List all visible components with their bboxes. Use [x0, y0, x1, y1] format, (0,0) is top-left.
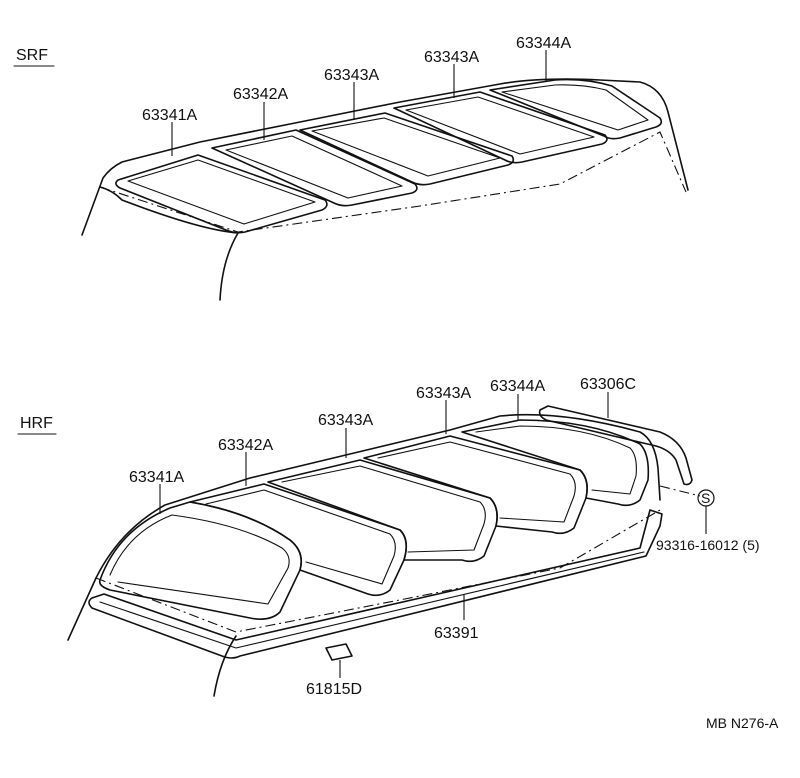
- hrf-section-title: HRF: [20, 415, 53, 432]
- hrf-label-63306c: 63306C: [580, 376, 636, 393]
- hrf-panel-63341a-inner: [109, 514, 290, 605]
- hrf-clip-dashline: [659, 485, 701, 497]
- srf-label-63342a: 63342A: [233, 86, 288, 103]
- srf-panel-63344a-inner: [501, 84, 649, 131]
- hrf-label-63341a: 63341A: [129, 469, 184, 486]
- hrf-pad-61815d: [325, 643, 353, 661]
- hrf-roof-dashline: [95, 509, 661, 633]
- hrf-panel-63343a-2: [363, 435, 588, 535]
- srf-panel-63343a-1-inner: [311, 117, 501, 177]
- srf-label-63341a: 63341A: [142, 107, 197, 124]
- hrf-label-93316: 93316-16012 (5): [656, 537, 760, 553]
- hrf-label-63342a: 63342A: [218, 437, 273, 454]
- srf-body-outline: [81, 78, 689, 236]
- hrf-body-pillar: [213, 635, 237, 697]
- hrf-label-63343a-1: 63343A: [318, 412, 373, 429]
- hrf-panel-63344a: [461, 419, 650, 507]
- srf-section-title: SRF: [16, 47, 48, 64]
- srf-section: SRF 63341A 63342A 63343A 63343A 63344A: [13, 35, 689, 301]
- hrf-spoiler-63306c: [538, 405, 693, 486]
- hrf-section: HRF S: [17, 376, 760, 698]
- srf-panel-63341a-inner: [127, 159, 316, 225]
- srf-panel-63343a-1: [299, 112, 515, 186]
- srf-panel-63343a-2-inner: [405, 96, 595, 155]
- hrf-panel-63343a-1-inner: [281, 465, 486, 553]
- hrf-label-61815d: 61815D: [306, 681, 362, 698]
- hrf-panel-63343a-1: [267, 459, 498, 563]
- hrf-label-63391: 63391: [434, 625, 479, 642]
- hrf-roof-outline: [67, 413, 661, 641]
- srf-body-dashline: [99, 131, 687, 233]
- hrf-label-63344a: 63344A: [490, 378, 545, 395]
- hrf-rail-63391-inner: [99, 551, 645, 649]
- hrf-rail-63391: [88, 509, 663, 659]
- srf-panel-63344a: [489, 78, 663, 140]
- srf-label-63344a: 63344A: [516, 35, 571, 52]
- srf-label-63343a-2: 63343A: [424, 49, 479, 66]
- hrf-panel-63343a-2-inner: [377, 441, 576, 523]
- srf-body-pillar: [99, 186, 239, 301]
- srf-label-63343a-1: 63343A: [324, 67, 379, 84]
- srf-panel-63341a: [115, 154, 328, 234]
- hrf-panel-63342a-inner: [205, 489, 396, 585]
- hrf-label-63343a-2: 63343A: [416, 385, 471, 402]
- hrf-panel-63344a-inner: [475, 425, 637, 495]
- diagram-code: MB N276-A: [706, 715, 779, 731]
- srf-panel-63342a: [211, 129, 418, 207]
- hrf-s-mark-label: S: [701, 490, 710, 506]
- srf-panel-63342a-inner: [225, 135, 403, 199]
- hrf-panel-63342a: [189, 483, 408, 597]
